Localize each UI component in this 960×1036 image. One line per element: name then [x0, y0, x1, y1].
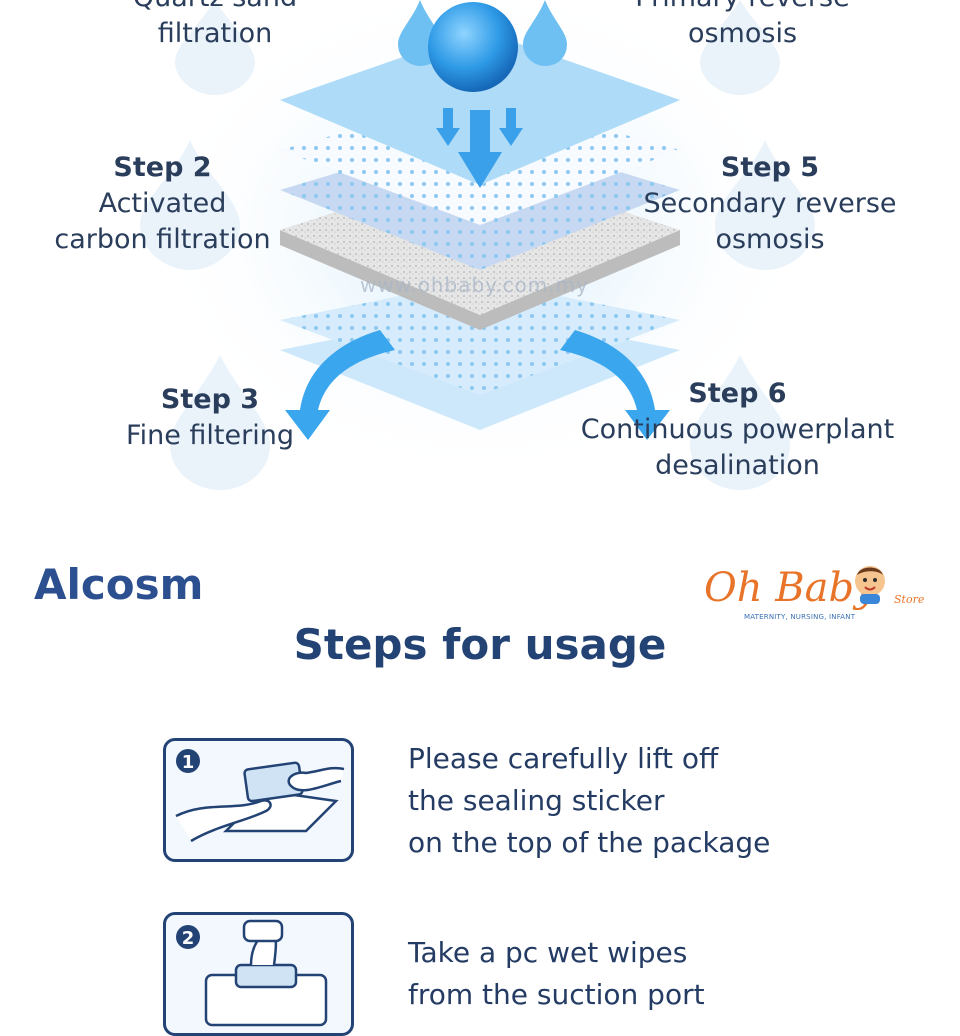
step-1-line-2: filtration: [157, 18, 273, 49]
down-arrows-icon: [436, 108, 523, 188]
section-title: Steps for usage: [293, 620, 667, 669]
step-5-text: Step 5 Secondary reverse osmosis: [625, 150, 915, 258]
step-2-title: Step 2: [113, 152, 212, 183]
step-4-line-1: Primary reverse: [610, 0, 875, 16]
step-5-line-1: Secondary reverse: [643, 188, 897, 219]
ohbaby-logo: Oh Baby Store MATERNITY, NURSING, INFANT: [700, 565, 930, 635]
step-3-text: Step 3 Fine filtering: [110, 382, 310, 454]
drop-bg-1: [175, 0, 255, 95]
step-6-title: Step 6: [688, 378, 787, 409]
step-4-line-2: osmosis: [687, 18, 798, 49]
step-1-line-1: Quartz sand: [120, 0, 310, 16]
step-3-line-1: Fine filtering: [126, 420, 294, 451]
layer-5-dots: [280, 280, 680, 395]
drop-bg-2: [140, 140, 240, 270]
step-2-text: Step 2 Activated carbon filtration: [40, 150, 285, 258]
step-2-line-1: Activated: [98, 188, 227, 219]
step-3-title: Step 3: [160, 384, 260, 415]
usage-step-2-number: 2: [182, 928, 195, 949]
drop-bg-6: [690, 355, 790, 490]
usage-step-2-text: Take a pc wet wipes from the suction por…: [408, 932, 705, 1016]
filtration-diagram: Quartz sand filtration Step 2 Activated …: [40, 0, 915, 490]
arrow-left-curve-icon: [285, 330, 395, 440]
step-1-text: Quartz sand filtration: [120, 0, 310, 52]
usage-step-1-line-1: Please carefully lift off: [408, 742, 719, 775]
take-wipe-icon: 2: [176, 919, 328, 1027]
arrow-right-curve-icon: [560, 330, 670, 440]
layer-1: [280, 30, 680, 185]
step-5-line-2: osmosis: [715, 224, 825, 255]
drop-bg-5: [715, 140, 815, 270]
logo-tagline: MATERNITY, NURSING, INFANT: [744, 613, 856, 621]
step-6-text: Step 6 Continuous powerplant desalinatio…: [560, 376, 915, 484]
usage-step-2-line-1: Take a pc wet wipes: [408, 936, 688, 969]
step-2-line-2: carbon filtration: [54, 224, 271, 255]
drop-bg-3: [170, 355, 270, 490]
step-4-text: Primary reverse osmosis: [610, 0, 875, 52]
filtration-layers-illustration: [140, 0, 815, 490]
logo-text: Oh Baby: [704, 565, 877, 611]
usage-step-2-image: 2: [163, 912, 354, 1036]
brand-name: Alcosm: [34, 560, 204, 609]
water-ball: [428, 2, 518, 92]
step-5-title: Step 5: [720, 152, 820, 183]
drop-right: [523, 0, 567, 66]
step-6-line-1: Continuous powerplant: [580, 414, 895, 445]
usage-step-1-number: 1: [182, 752, 195, 773]
usage-step-1-line-3: on the top of the package: [408, 826, 771, 859]
baby-face-icon: [855, 566, 885, 604]
usage-step-1-line-2: the sealing sticker: [408, 784, 665, 817]
logo-store: Store: [894, 593, 925, 606]
lift-sticker-icon: 1: [175, 749, 345, 843]
drop-bg-4: [700, 0, 780, 95]
step-6-line-2: desalination: [655, 450, 820, 481]
usage-step-1-image: 1: [163, 738, 354, 862]
usage-step-1-text: Please carefully lift off the sealing st…: [408, 738, 770, 864]
watermark: www.ohbaby.com.my: [360, 273, 589, 297]
usage-step-2-line-2: from the suction port: [408, 978, 705, 1011]
